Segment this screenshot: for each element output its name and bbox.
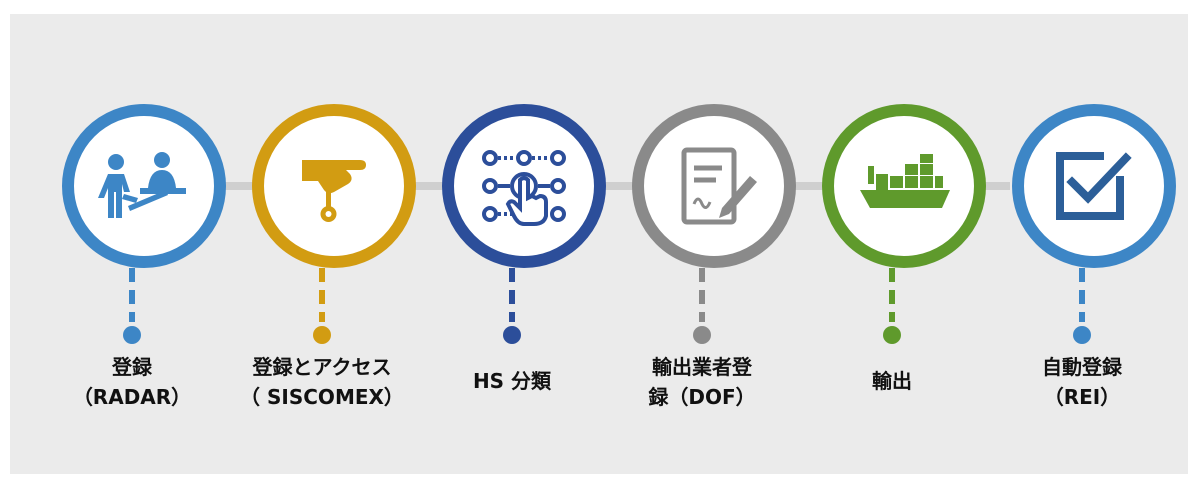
- step-dof-label: 輸出業者登 録（DOF）: [602, 352, 802, 412]
- step-rei: 自動登録 （REI）: [982, 104, 1199, 444]
- step-siscomex-label: 登録とアクセス （ SISCOMEX）: [222, 352, 422, 412]
- step-radar-label-line2: （RADAR）: [72, 385, 192, 409]
- process-panel: [10, 14, 1188, 474]
- step-rei-stem: [1079, 268, 1085, 322]
- step-radar: 登録 （RADAR）: [32, 104, 252, 444]
- step-hs: HS 分類: [412, 104, 632, 444]
- step-hs-circle: [442, 104, 606, 268]
- step-siscomex-circle: [252, 104, 416, 268]
- step-dof-circle: [632, 104, 796, 268]
- touch-select-icon: [474, 136, 574, 236]
- hand-key-icon: [284, 136, 384, 236]
- step-radar-label-line1: 登録: [112, 355, 152, 379]
- step-radar-label: 登録 （RADAR）: [32, 352, 232, 412]
- document-sign-icon: [664, 136, 764, 236]
- step-rei-label-line2: （REI）: [1043, 385, 1121, 409]
- step-rei-label: 自動登録 （REI）: [982, 352, 1182, 412]
- step-rei-label-line1: 自動登録: [1042, 355, 1122, 379]
- step-dof: 輸出業者登 録（DOF）: [602, 104, 822, 444]
- step-siscomex: 登録とアクセス （ SISCOMEX）: [222, 104, 442, 444]
- step-radar-circle: [62, 104, 226, 268]
- checkbox-icon: [1044, 136, 1144, 236]
- step-dof-dot: [693, 326, 711, 344]
- step-siscomex-label-line2: （ SISCOMEX）: [240, 385, 404, 409]
- step-hs-label-line1: HS 分類: [472, 369, 552, 393]
- step-export: 輸出: [792, 104, 1012, 444]
- step-hs-label: HS 分類: [412, 366, 612, 396]
- registration-desk-icon: [94, 136, 194, 236]
- step-siscomex-stem: [319, 268, 325, 322]
- step-siscomex-label-line1: 登録とアクセス: [252, 355, 392, 379]
- step-export-dot: [883, 326, 901, 344]
- step-dof-label-line1: 輸出業者登: [652, 355, 752, 379]
- step-export-label: 輸出: [792, 366, 992, 396]
- step-export-circle: [822, 104, 986, 268]
- step-siscomex-dot: [313, 326, 331, 344]
- step-hs-stem: [509, 268, 515, 322]
- step-dof-label-line2: 録（DOF）: [648, 385, 756, 409]
- step-hs-dot: [503, 326, 521, 344]
- step-dof-stem: [699, 268, 705, 322]
- cargo-ship-icon: [854, 136, 954, 236]
- step-radar-dot: [123, 326, 141, 344]
- step-export-label-line1: 輸出: [872, 369, 912, 393]
- process-connector-line: [210, 182, 1010, 190]
- step-rei-circle: [1012, 104, 1176, 268]
- step-rei-dot: [1073, 326, 1091, 344]
- step-radar-stem: [129, 268, 135, 322]
- step-export-stem: [889, 268, 895, 322]
